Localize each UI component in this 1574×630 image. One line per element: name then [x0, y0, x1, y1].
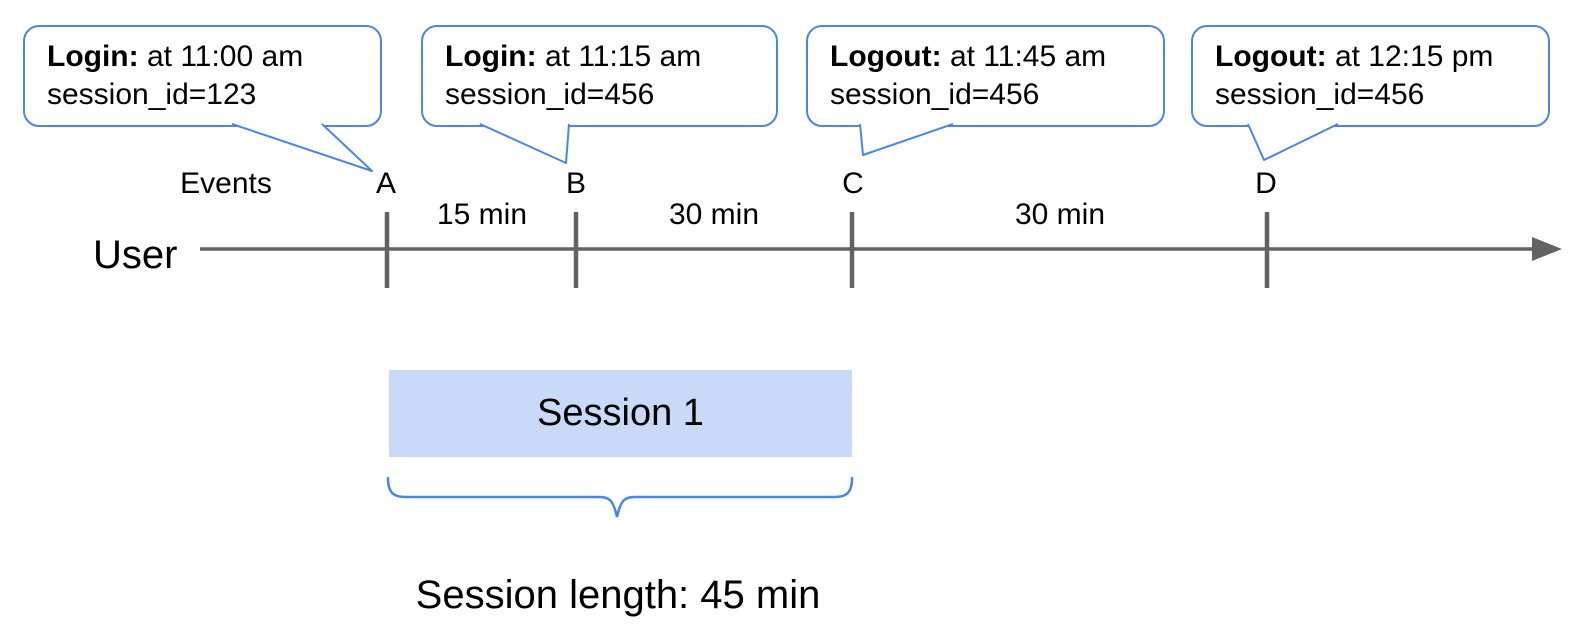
session-1-box: Session 1 — [389, 370, 852, 457]
session-1-label: Session 1 — [537, 392, 704, 434]
event-time: at 11:00 am — [138, 40, 304, 73]
event-marker-b: B — [565, 167, 587, 200]
event-time: at 11:15 am — [536, 40, 702, 73]
interval-label-bc: 30 min — [668, 198, 760, 231]
session-id: session_id=123 — [47, 78, 257, 111]
interval-label-ab: 15 min — [436, 198, 528, 231]
timeline-arrowhead-icon — [1532, 237, 1562, 261]
event-marker-c: C — [842, 167, 864, 200]
callout-login-b: Login: at 11:15 am session_id=456 — [421, 25, 778, 127]
callout-logout-c: Logout: at 11:45 am session_id=456 — [806, 25, 1165, 127]
event-keyword: Login: — [47, 40, 139, 73]
event-keyword: Login: — [445, 40, 537, 73]
events-label: Events — [180, 167, 272, 200]
event-keyword: Logout: — [1215, 40, 1327, 73]
callout-logout-d: Logout: at 12:15 pm session_id=456 — [1191, 25, 1550, 127]
callout-login-a: Login: at 11:00 am session_id=123 — [23, 25, 382, 127]
callout-text: Login: at 11:00 am session_id=123 — [25, 27, 380, 114]
session-id: session_id=456 — [1215, 78, 1425, 111]
session-id: session_id=456 — [445, 78, 655, 111]
event-marker-a: A — [375, 167, 397, 200]
callout-tail-b — [479, 123, 570, 164]
session-length-label: Session length: 45 min — [415, 573, 821, 617]
callout-text: Login: at 11:15 am session_id=456 — [423, 27, 776, 114]
event-time: at 12:15 pm — [1326, 40, 1494, 73]
interval-label-cd: 30 min — [1014, 198, 1106, 231]
event-keyword: Logout: — [830, 40, 942, 73]
callout-text: Logout: at 11:45 am session_id=456 — [808, 27, 1163, 114]
callout-tail-d — [1247, 123, 1339, 161]
session-length-brace — [386, 476, 854, 518]
event-marker-d: D — [1255, 167, 1277, 200]
callout-tail-a — [231, 123, 373, 172]
session-id: session_id=456 — [830, 78, 1040, 111]
event-time: at 11:45 am — [941, 40, 1107, 73]
callout-text: Logout: at 12:15 pm session_id=456 — [1193, 27, 1548, 114]
user-axis-label: User — [93, 233, 178, 277]
callout-tail-c — [859, 123, 954, 156]
